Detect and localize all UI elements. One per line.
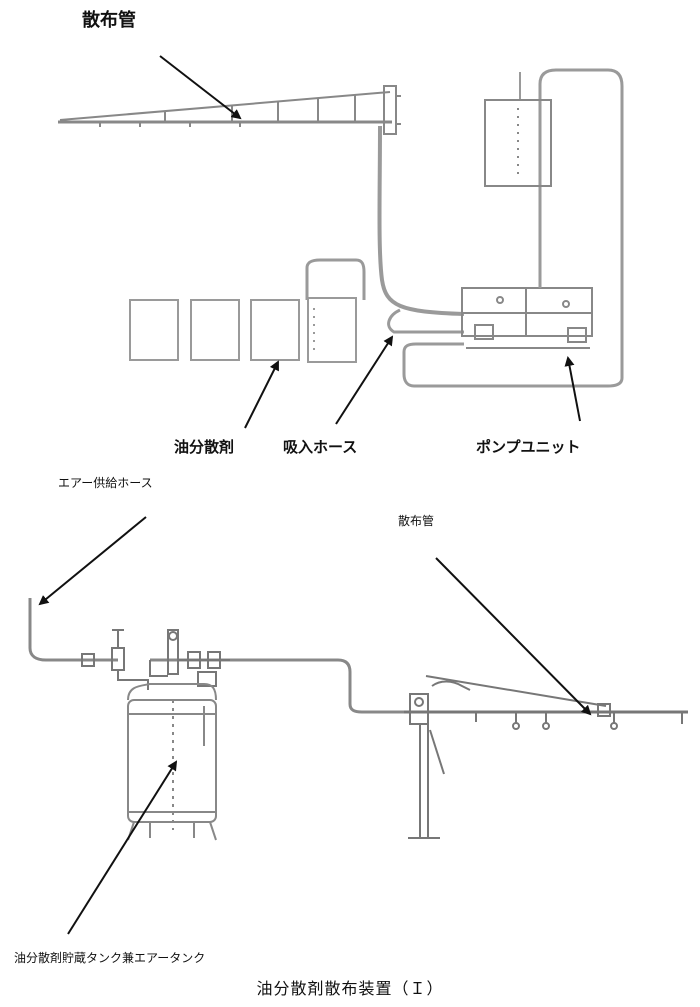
pump-unit-drawing [461, 287, 593, 349]
bottom-spray-boom [404, 675, 688, 839]
air-supply-hose [28, 598, 410, 714]
label-dispersant: 油分散剤 [174, 438, 235, 456]
figure-caption: 油分散剤散布装置（Ｉ） [256, 979, 444, 998]
label-spray-pipe-bottom: 散布管 [398, 514, 435, 528]
return-and-upper-tank-lines [402, 68, 624, 388]
top-arrows [159, 55, 581, 429]
label-spray-pipe-top: 散布管 [82, 10, 136, 31]
label-storage-tank: 油分散剤貯蔵タンク兼エアータンク [14, 951, 206, 965]
valves-and-fittings [81, 629, 230, 690]
suction-and-feed-hose [305, 125, 465, 334]
label-air-supply-hose: エアー供給ホース [58, 476, 153, 490]
label-pump-unit: ポンプユニット [476, 438, 581, 456]
top-spray-boom [58, 85, 401, 135]
label-suction-hose: 吸入ホース [283, 438, 358, 456]
upper-tank [484, 99, 552, 187]
dispersant-containers [129, 297, 357, 363]
bottom-arrows [38, 516, 592, 935]
